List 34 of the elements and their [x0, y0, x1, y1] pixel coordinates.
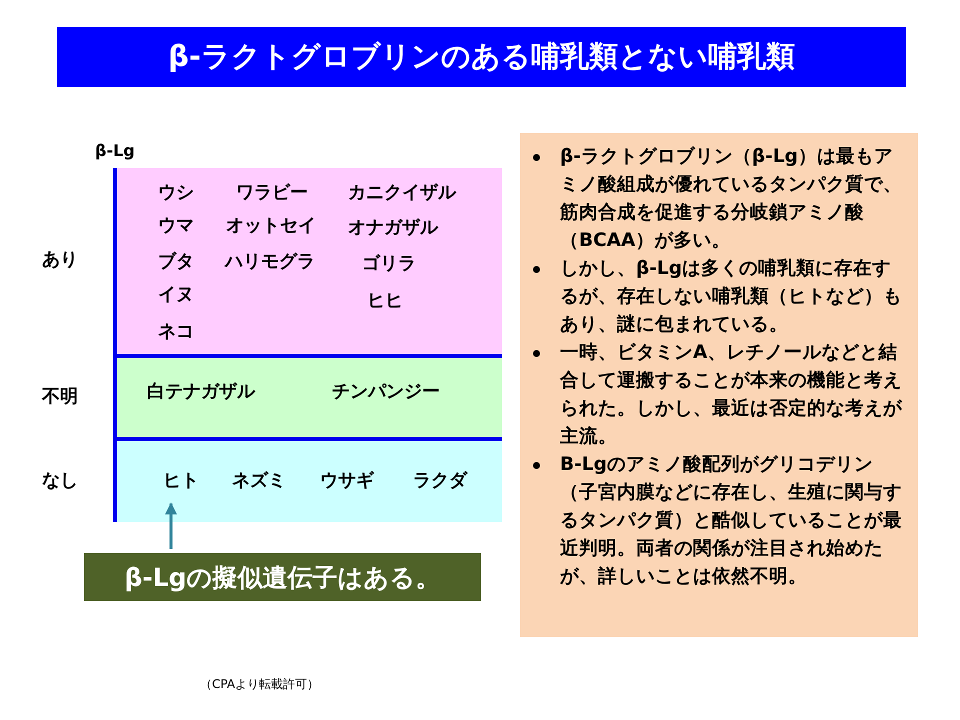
- bullet-text: β-ラクトグロブリン（β-Lg）は最もアミノ酸組成が優れているタンパク質で、筋肉合成を促進する分岐鎖アミノ酸（BCAA）が多い。: [560, 146, 902, 251]
- species-name: オナガザル: [348, 217, 438, 239]
- species-name: ブタ: [158, 251, 194, 273]
- species-name: 白テナガザル: [147, 381, 255, 403]
- row-label: あり: [42, 249, 78, 271]
- bullet-text: しかし、β-Lgは多くの哺乳類に存在するが、存在しない哺乳類（ヒトなど）もあり、謎に包まれている。: [560, 258, 902, 335]
- notes-panel: [520, 133, 918, 637]
- species-name: チンパンジー: [332, 381, 440, 403]
- species-name: ウシ: [158, 182, 194, 204]
- category-band: [117, 168, 502, 354]
- species-name: カニクイザル: [348, 182, 456, 204]
- species-name: ウマ: [158, 215, 194, 237]
- callout-box: β-Lgの擬似遺伝子はある。: [84, 553, 481, 601]
- species-name: ヒト: [163, 470, 199, 492]
- bullet-text: B-Lgのアミノ酸配列がグリコデリン（子宮内膜などに存在し、生殖に関与するタンパク質）と酷似していることが最近判明。両者の関係が注目され始めたが、詳しいことは依然不明。: [560, 454, 902, 587]
- species-name: イヌ: [158, 284, 194, 306]
- axis-label: β-Lg: [95, 141, 135, 160]
- source-note: （CPAより転載許可）: [200, 677, 320, 692]
- species-name: ゴリラ: [362, 253, 416, 275]
- row-label: 不明: [42, 386, 78, 408]
- arrow: [165, 502, 177, 549]
- species-name: ラクダ: [413, 470, 467, 492]
- species-name: ネコ: [158, 321, 194, 343]
- category-band: [117, 358, 502, 438]
- bullet-text: 一時、ビタミンA、レチノールなどと結合して運搬することが本来の機能と考えられた。しかし、最近は否定的な考えが主流。: [560, 342, 902, 447]
- species-name: オットセイ: [226, 215, 316, 237]
- species-name: ヒヒ: [367, 290, 403, 312]
- species-name: ネズミ: [232, 470, 286, 492]
- species-name: ハリモグラ: [225, 251, 315, 273]
- row-label: なし: [42, 470, 78, 492]
- species-name: ウサギ: [320, 470, 374, 492]
- species-name: ワラビー: [236, 182, 308, 204]
- title-banner: β-ラクトグロブリンのある哺乳類とない哺乳類: [57, 27, 906, 87]
- category-band: [117, 441, 502, 522]
